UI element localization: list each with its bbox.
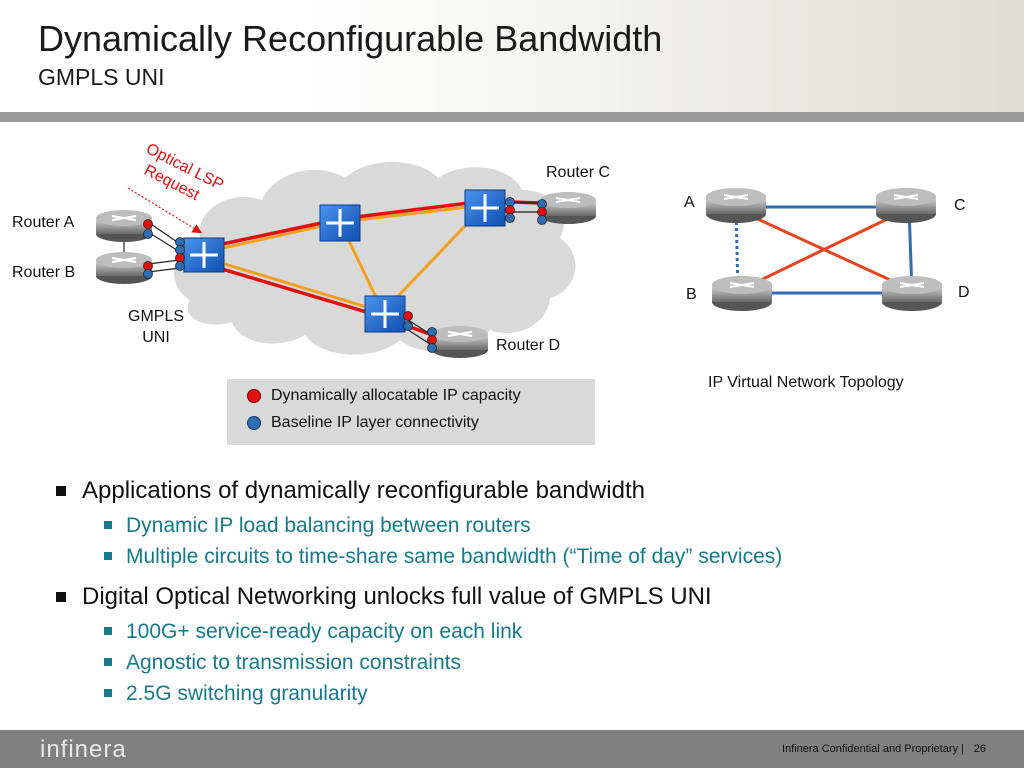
topology-caption: IP Virtual Network Topology bbox=[708, 374, 904, 391]
router-b-icon bbox=[96, 252, 152, 284]
bullet-1: Applications of dynamically reconfigurab… bbox=[54, 476, 1014, 506]
slide-title: Dynamically Reconfigurable Bandwidth bbox=[38, 18, 663, 59]
router-d-icon bbox=[432, 326, 488, 358]
bullet-list: Applications of dynamically reconfigurab… bbox=[54, 476, 1014, 709]
router-a-icon bbox=[96, 210, 152, 242]
topology-router-a-icon bbox=[706, 188, 766, 223]
red-dot-icon bbox=[247, 389, 261, 403]
bullet-1-sub-2: Multiple circuits to time-share same ban… bbox=[54, 541, 1014, 572]
legend: Dynamically allocatable IP capacity Base… bbox=[227, 379, 595, 445]
page-number: 26 bbox=[973, 743, 986, 755]
switch-bottom-icon bbox=[364, 295, 406, 333]
switch-uni-icon bbox=[183, 237, 225, 273]
router-c-label: Router C bbox=[546, 164, 611, 181]
header-background bbox=[300, 0, 1024, 112]
topology-label-a: A bbox=[684, 194, 695, 211]
router-b-label: Router B bbox=[12, 264, 76, 281]
optical-lsp-label: Optical LSP Request bbox=[134, 140, 230, 213]
topology-label-b: B bbox=[686, 286, 697, 303]
slide-subtitle: GMPLS UNI bbox=[38, 64, 165, 90]
blue-dot-icon bbox=[247, 416, 261, 430]
confidential-notice: Infinera Confidential and Proprietary | bbox=[781, 743, 964, 755]
slide-footer: infinera Infinera Confidential and Propr… bbox=[0, 730, 1024, 768]
topology-router-d-icon bbox=[882, 276, 942, 311]
bullet-2: Digital Optical Networking unlocks full … bbox=[54, 582, 1014, 612]
header-divider bbox=[0, 112, 1024, 122]
legend-item-red: Dynamically allocatable IP capacity bbox=[247, 387, 521, 405]
router-d-label: Router D bbox=[496, 337, 561, 354]
port-dots bbox=[143, 197, 547, 353]
topology-router-b-icon bbox=[712, 276, 772, 311]
router-a-label: Router A bbox=[12, 214, 75, 231]
topology-router-c-icon bbox=[876, 188, 936, 223]
switch-top-icon bbox=[319, 204, 361, 242]
switch-right-icon bbox=[464, 189, 506, 227]
bullet-1-sub-1: Dynamic IP load balancing between router… bbox=[54, 510, 1014, 541]
topology-label-c: C bbox=[954, 197, 966, 214]
slide-header: Dynamically Reconfigurable Bandwidth GMP… bbox=[0, 0, 1024, 112]
router-c-icon bbox=[540, 192, 596, 224]
bullet-2-sub-3: 2.5G switching granularity bbox=[54, 678, 1014, 709]
infinera-logo: infinera bbox=[40, 736, 127, 763]
topology-label-d: D bbox=[958, 284, 970, 301]
network-diagram: Optical LSP Request bbox=[96, 140, 942, 358]
legend-item-blue: Baseline IP layer connectivity bbox=[247, 414, 479, 432]
bullet-2-sub-2: Agnostic to transmission constraints bbox=[54, 647, 1014, 678]
bullet-2-sub-1: 100G+ service-ready capacity on each lin… bbox=[54, 616, 1014, 647]
